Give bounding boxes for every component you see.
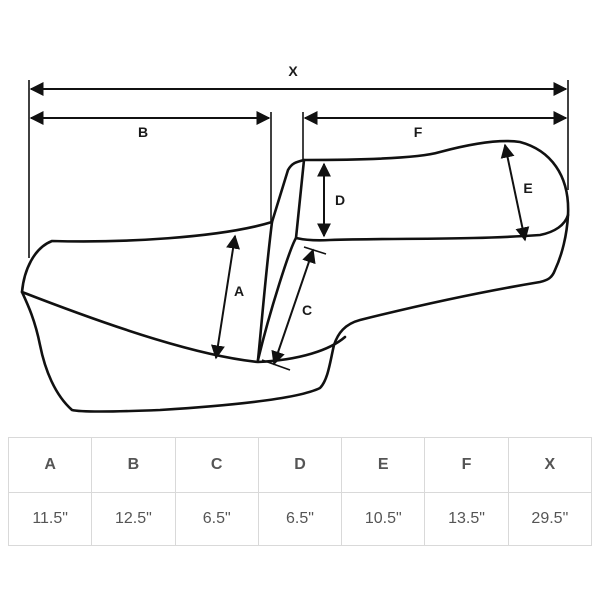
value-d: 6.5" bbox=[257, 492, 343, 546]
seat-outline bbox=[20, 139, 570, 413]
c-tick-top bbox=[303, 246, 327, 255]
header-b: B bbox=[91, 437, 176, 493]
table-row: 11.5" 12.5" 6.5" 6.5" 10.5" 13.5" 29.5" bbox=[7, 492, 593, 546]
seat-body-outline bbox=[20, 139, 570, 413]
a-dimension-arrow bbox=[211, 234, 240, 360]
label-a: A bbox=[234, 283, 244, 299]
value-f: 13.5" bbox=[424, 492, 509, 546]
label-e: E bbox=[523, 180, 532, 196]
passenger-seat-front bbox=[294, 213, 570, 242]
value-a: 11.5" bbox=[7, 492, 93, 546]
seat-base-line bbox=[20, 290, 347, 364]
value-c: 6.5" bbox=[174, 492, 259, 546]
header-x: X bbox=[507, 437, 593, 493]
table-header-row: A B C D E F X bbox=[7, 437, 593, 493]
e-dimension-arrow bbox=[500, 143, 530, 242]
header-c: C bbox=[174, 437, 259, 493]
dimension-table: A B C D E F X 11.5" 12.5" 6.5" 6.5" 10.5… bbox=[7, 437, 593, 546]
label-c: C bbox=[302, 302, 312, 318]
label-d: D bbox=[335, 192, 345, 208]
header-e: E bbox=[341, 437, 426, 493]
label-f: F bbox=[414, 124, 423, 140]
header-d: D bbox=[257, 437, 343, 493]
value-x: 29.5" bbox=[507, 492, 593, 546]
seat-dimension-diagram: X B F D E A C bbox=[20, 63, 570, 413]
label-b: B bbox=[138, 124, 148, 140]
c-dimension-arrow bbox=[271, 248, 316, 366]
value-e: 10.5" bbox=[341, 492, 426, 546]
header-a: A bbox=[7, 437, 93, 493]
rider-seat-edge bbox=[256, 220, 274, 362]
header-f: F bbox=[424, 437, 509, 493]
label-x: X bbox=[288, 63, 298, 79]
value-b: 12.5" bbox=[91, 492, 176, 546]
